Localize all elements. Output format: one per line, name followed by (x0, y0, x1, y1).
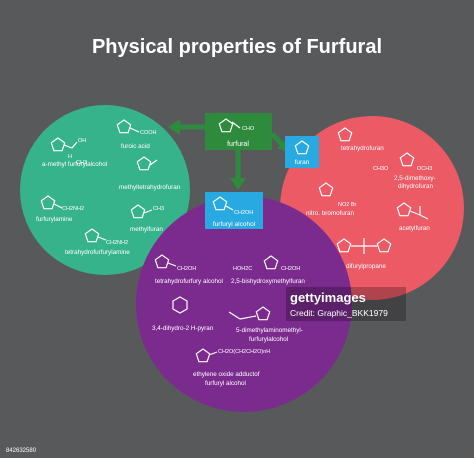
purple-circle (136, 196, 352, 412)
furan-label: furan (295, 159, 310, 166)
furan-node: furan (285, 136, 319, 168)
ch3-group: CH3 (76, 160, 87, 166)
arrow-down-head (230, 178, 246, 190)
pyran-label: 3,4-dihydro-2 H-pyran (152, 325, 214, 332)
oh-group: OH (78, 138, 86, 144)
furfural-label: furfural (227, 141, 249, 148)
watermark-credit: Credit: Graphic_BKK1979 (290, 308, 388, 318)
nitro-group: NO2 Br (338, 202, 357, 208)
dimethylamino-label-1: 5-dimethylaminomethyl- (236, 327, 303, 334)
eo-label-2: furfuryl alcohol (205, 380, 246, 387)
thfa-label: tetrahydrofurfurylamine (65, 249, 130, 256)
h-group: H (68, 154, 72, 160)
green-items: OH H CH3 a-methyl furfurylalcohol COOH f… (36, 119, 181, 256)
green-circle (20, 105, 190, 275)
methyltetrahydrofuran-label: methyltetrahydrofuran (119, 184, 181, 191)
image-id: 842632580 (6, 448, 37, 454)
furfurylamine-group: CH2NH2 (62, 206, 84, 212)
nitrobromofuran-label: nitro. bromofuran (306, 210, 354, 217)
page-title: Physical properties of Furfural (92, 36, 382, 58)
furoic-acid-label: furoic acid (121, 143, 150, 150)
red-items: tetrahydrofuran CH3O OCH3 2,5-dimethoxy-… (306, 127, 436, 270)
furfurylamine-label: furfurylamine (36, 216, 73, 223)
thf-alcohol-group: CH2OH (177, 266, 196, 272)
purple-items: CH2OH tetrahydrofurfury alcohol HOH2C CH… (152, 254, 305, 387)
furfural-node: CHO furfural (205, 113, 272, 150)
methylfurfuryl-alcohol-text: a-methyl furfurylalcohol (42, 161, 107, 168)
eo-group: CH2O(CH2CH2O)nH (218, 349, 270, 355)
methylfuran-label: methylfuran (130, 226, 163, 233)
furfuryl-alcohol-label: furfuryl alcohol (213, 221, 256, 228)
thfa-group: CH2NH2 (106, 240, 128, 246)
difurylpropane-label: difurylpropane (346, 263, 386, 270)
dimethoxy-right: OCH3 (417, 166, 432, 172)
eo-label-1: ethylene oxide adductof (193, 371, 260, 378)
dimethylamino-label-2: furfurylalcohol (249, 336, 288, 343)
dimethoxy-label-2: dihydrofuran (398, 183, 434, 190)
arrow-left-head (168, 119, 180, 135)
furfuryl-alcohol-node: CH2OH furfuryl alcohol (205, 192, 263, 229)
methylfurfuryl-alcohol-label: a-methyl furfurylalcohol (42, 161, 107, 168)
dimethoxy-label-1: 2,5-dimethoxy- (394, 175, 436, 182)
thf-alcohol-label: tetrahydrofurfury alcohol (155, 278, 223, 285)
bis-label: 2,5-bishydroxymethylfuran (231, 278, 305, 285)
methylfuran-group: CH3 (153, 206, 164, 212)
tetrahydrofuran-label: tetrahydrofuran (341, 145, 384, 152)
dimethoxy-left: CH3O (373, 166, 389, 172)
watermark-logo: gettyimages (290, 290, 366, 305)
furfural-group: CHO (242, 126, 255, 132)
furfuryl-alcohol-group: CH2OH (234, 210, 253, 216)
acetylfuran-label: acetylfuran (399, 225, 430, 232)
watermark: gettyimages Credit: Graphic_BKK1979 (286, 287, 406, 321)
furoic-group: COOH (140, 130, 157, 136)
bis-left: HOH2C (233, 266, 252, 272)
bis-right: CH2OH (281, 266, 300, 272)
